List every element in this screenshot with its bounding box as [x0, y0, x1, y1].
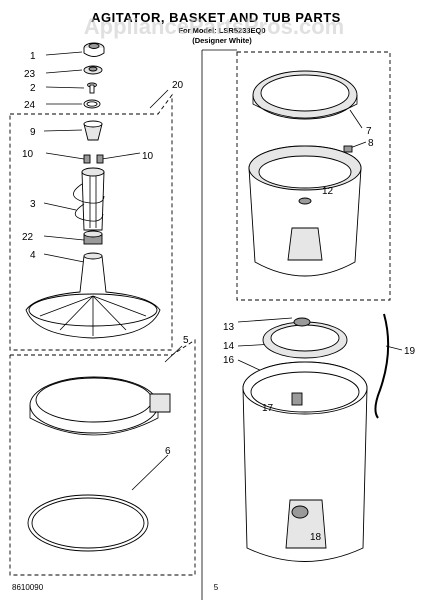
watermark: AppliancePartsPros.com — [84, 14, 344, 39]
part-basket — [248, 145, 362, 277]
callout-6: 6 — [165, 446, 171, 457]
group-box-basket — [236, 51, 391, 301]
callout-17: 17 — [262, 403, 274, 414]
callout-1: 1 — [30, 51, 36, 62]
callout-19: 19 — [404, 346, 416, 357]
callout-3: 3 — [30, 199, 36, 210]
part-bearing — [291, 392, 303, 406]
callout-5: 5 — [183, 335, 189, 346]
part-coupling — [83, 230, 103, 245]
callout-labels: 1 23 2 24 20 9 10 10 3 22 4 5 6 7 8 12 1… — [22, 51, 416, 543]
callout-2: 2 — [30, 83, 36, 94]
callout-10-right: 10 — [142, 151, 154, 162]
part-drive-hub — [262, 317, 348, 359]
model-line: For Model: LSR5233EQ0 — [178, 26, 265, 35]
document-code: 8610090 — [12, 583, 44, 592]
part-tub — [242, 361, 368, 562]
callout-18: 18 — [310, 532, 322, 543]
part-seal-ring — [83, 99, 101, 109]
diagram-title: AGITATOR, BASKET AND TUB PARTS — [91, 10, 341, 25]
part-agitator-cap — [83, 42, 105, 57]
part-hose — [374, 313, 390, 419]
callout-22: 22 — [22, 232, 34, 243]
callout-12: 12 — [322, 186, 334, 197]
callout-8: 8 — [368, 138, 374, 149]
part-dogs — [83, 154, 104, 164]
part-cam — [83, 120, 103, 141]
callout-10-left: 10 — [22, 149, 34, 160]
callout-14: 14 — [223, 341, 235, 352]
part-basket-ring — [252, 70, 358, 120]
callout-13: 13 — [223, 322, 235, 333]
part-balance-ring — [29, 376, 171, 436]
part-agitator-base — [25, 252, 161, 339]
part-cap-seal — [83, 65, 103, 75]
part-drain-fitting — [291, 505, 309, 519]
callout-24: 24 — [24, 100, 36, 111]
leader-lines-left — [43, 51, 183, 491]
callout-7: 7 — [366, 126, 372, 137]
group-box-balance-ring — [9, 339, 196, 576]
callout-20: 20 — [172, 80, 184, 91]
callout-9: 9 — [30, 127, 36, 138]
page-number: 5 — [214, 583, 219, 592]
color-note: (Designer White) — [192, 36, 252, 45]
part-bolt — [87, 82, 97, 94]
part-gasket-ring — [27, 494, 149, 552]
callout-4: 4 — [30, 250, 36, 261]
callout-23: 23 — [24, 69, 36, 80]
part-clip — [343, 145, 353, 153]
callout-16: 16 — [223, 355, 235, 366]
part-auger — [73, 167, 105, 231]
